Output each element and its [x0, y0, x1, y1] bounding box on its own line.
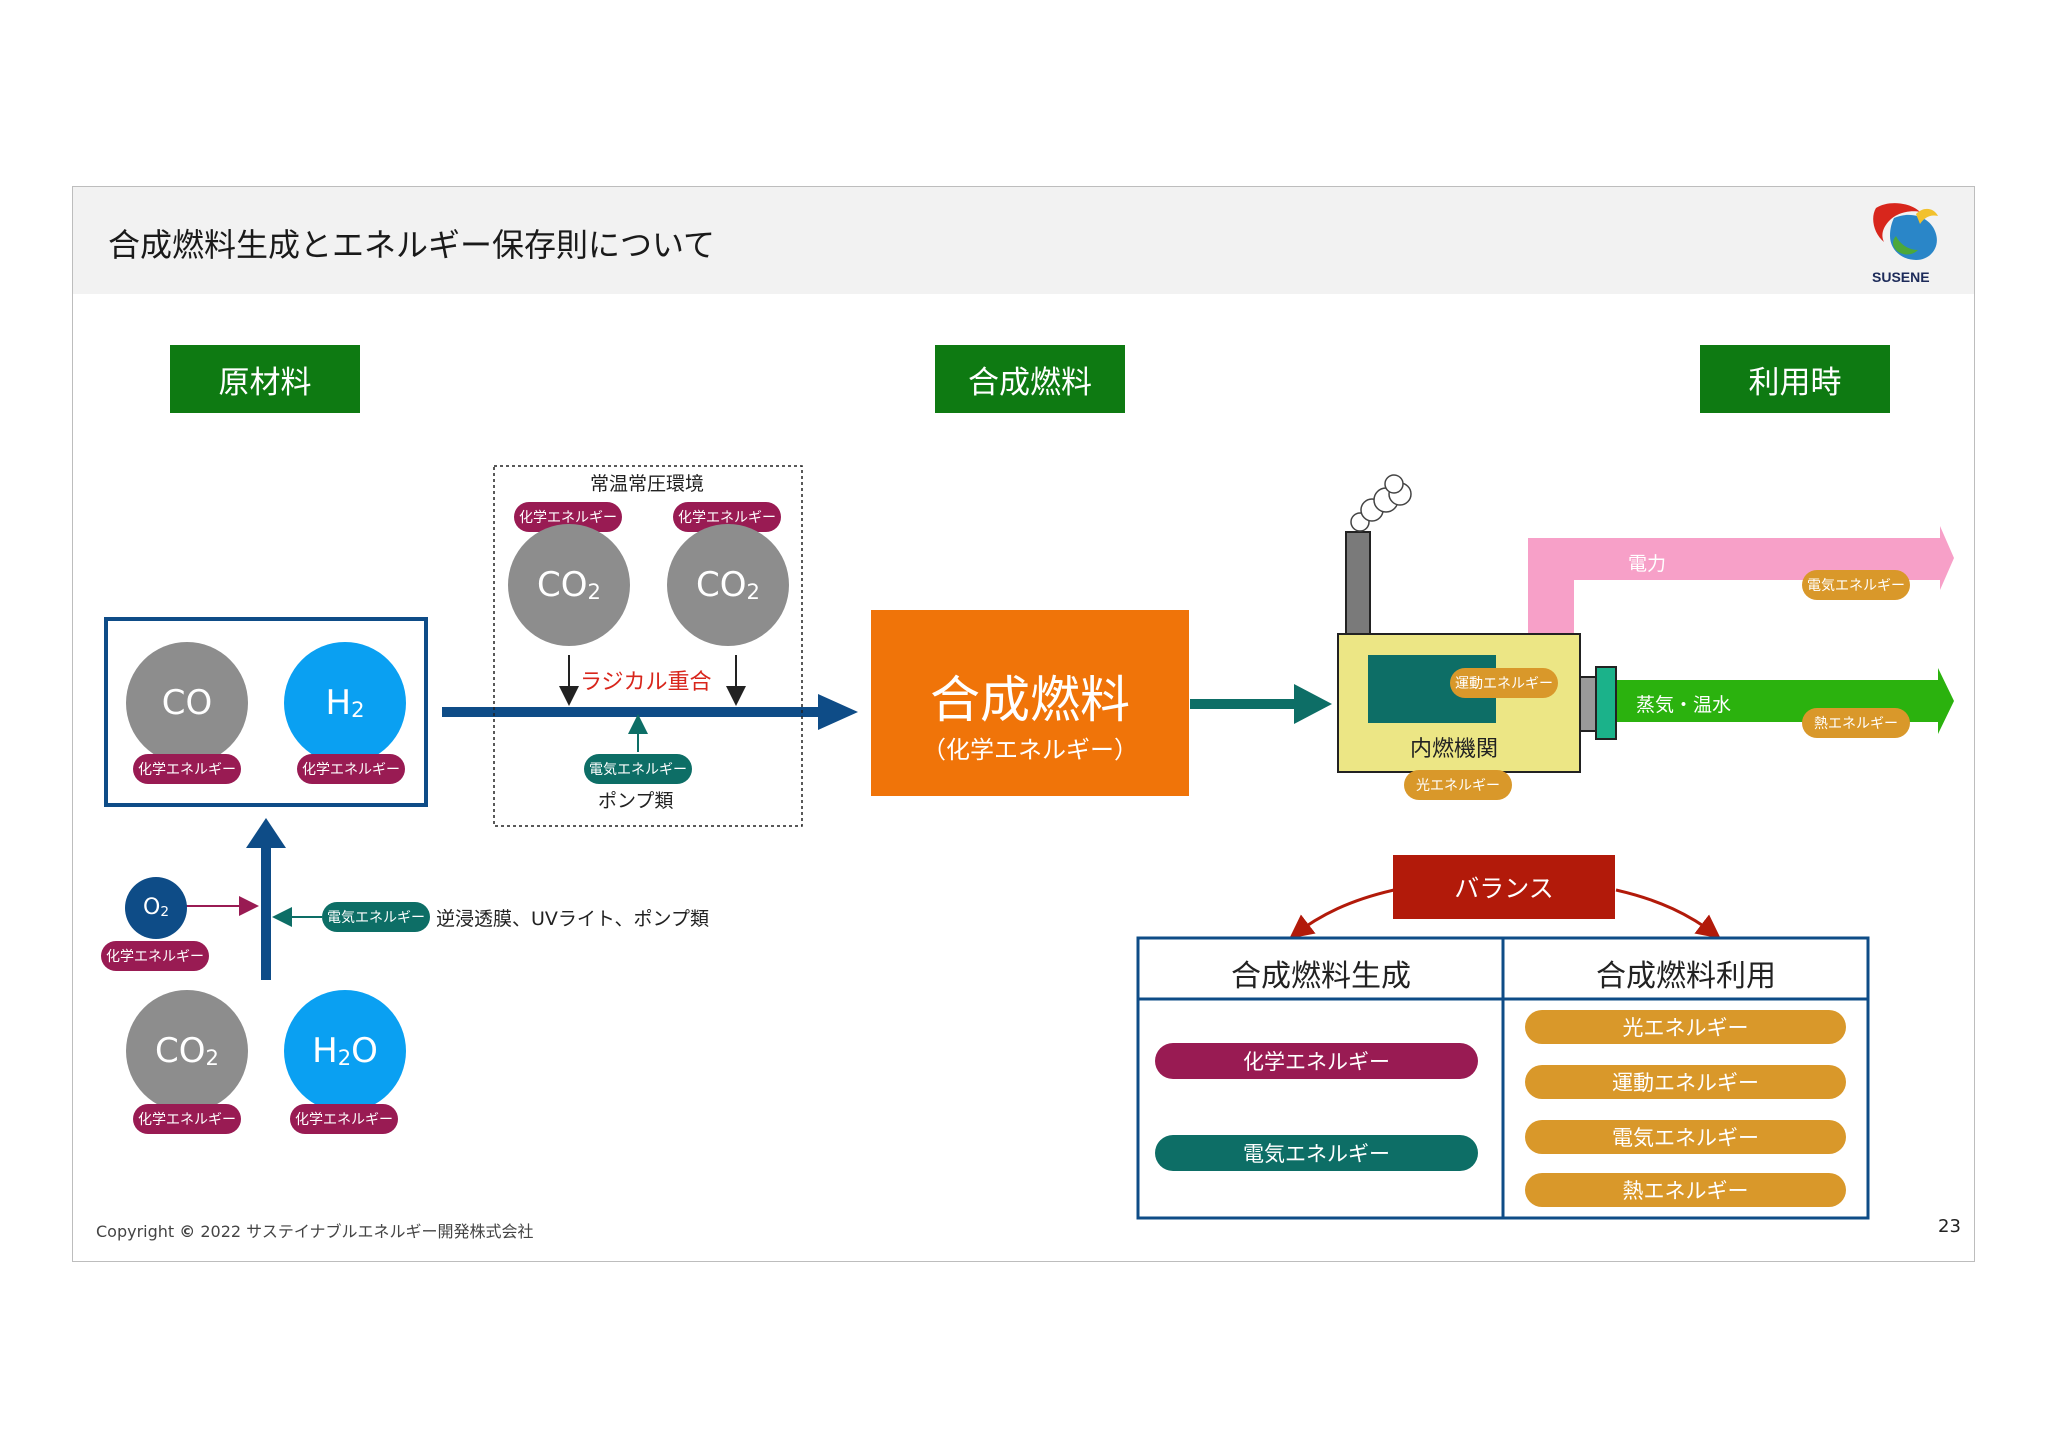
radical-polymerization-label: ラジカル重合	[580, 670, 712, 695]
slide-header	[73, 187, 1974, 294]
slide-title: 合成燃料生成とエネルギー保存則について	[108, 226, 716, 264]
usage-electric-energy: 電気エネルギー	[1525, 1120, 1846, 1154]
h2-chemical-energy-pill: 化学エネルギー	[297, 754, 405, 784]
process-box-title: 常温常圧環境	[590, 473, 705, 495]
balance-arrow-left	[1289, 888, 1395, 939]
o2-molecule: O2	[125, 877, 187, 939]
electricity-label: 電力	[1628, 553, 1667, 575]
h2o-molecule: H2O	[284, 990, 406, 1112]
pumps-label: ポンプ類	[598, 790, 674, 812]
engine-smokestack	[1345, 531, 1371, 635]
section-label-raw-materials: 原材料	[170, 345, 360, 413]
upward-arrow-shaft	[261, 845, 271, 980]
o2-chemical-energy-pill: 化学エネルギー	[101, 941, 209, 971]
co-label: CO	[161, 683, 213, 723]
section-label-usage: 利用時	[1700, 345, 1890, 413]
page-number: 23	[1938, 1216, 1961, 1237]
engine-flange	[1595, 666, 1617, 740]
h2-label: H2	[325, 683, 365, 723]
balance-arrow-right	[1615, 888, 1721, 939]
internal-combustion-engine-label: 内燃機関	[1410, 737, 1499, 762]
h2-molecule: H2	[284, 642, 406, 764]
process-environment-box	[493, 465, 803, 827]
upward-arrowhead	[246, 818, 286, 848]
heat-energy-pill: 熱エネルギー	[1802, 708, 1910, 738]
generation-electric-energy: 電気エネルギー	[1155, 1135, 1478, 1171]
raw-materials-box	[104, 617, 428, 807]
fuel-to-engine-arrow-shaft	[1190, 699, 1302, 709]
light-energy-pill: 光エネルギー	[1404, 770, 1512, 800]
co2-a-molecule: CO2	[508, 524, 630, 646]
co2-b-molecule: CO2	[667, 524, 789, 646]
copyright-symbol: ©	[179, 1222, 196, 1241]
generation-chemical-energy: 化学エネルギー	[1155, 1043, 1478, 1079]
electric-input-description: 逆浸透膜、UVライト、ポンプ類	[436, 908, 709, 930]
co-molecule: CO	[126, 642, 248, 764]
logo-wordmark: SUSENE	[1872, 269, 1930, 285]
susene-logo: SUSENE	[1868, 196, 1948, 286]
steam-hot-water-label: 蒸気・温水	[1636, 694, 1732, 716]
kinetic-energy-pill: 運動エネルギー	[1450, 668, 1558, 698]
h2o-chemical-energy-pill: 化学エネルギー	[290, 1104, 398, 1134]
co2-b-label: CO2	[696, 565, 760, 605]
engine-shaft	[1579, 676, 1597, 732]
synthetic-fuel-title: 合成燃料	[930, 671, 1130, 729]
balance-col-header-generation: 合成燃料生成	[1231, 959, 1411, 994]
section-label-synthetic-fuel: 合成燃料	[935, 345, 1125, 413]
smoke-cloud	[1350, 474, 1412, 532]
copyright-footer: Copyright © 2022 サステイナブルエネルギー開発株式会社	[96, 1218, 534, 1242]
co2-chemical-energy-pill: 化学エネルギー	[133, 1104, 241, 1134]
main-flow-arrow-shaft	[442, 707, 822, 717]
copyright-word: Copyright	[96, 1222, 175, 1241]
co2-a-label: CO2	[537, 565, 601, 605]
co2-label: CO2	[155, 1031, 219, 1071]
electricity-output-arrow	[1528, 526, 1954, 635]
pump-electric-energy-pill: 電気エネルギー	[584, 754, 692, 784]
electric-energy-pill-input: 電気エネルギー	[322, 902, 430, 932]
synthetic-fuel-subtitle: （化学エネルギー）	[922, 736, 1138, 764]
synthetic-fuel-box	[871, 610, 1189, 796]
co2-a-chemical-energy-pill: 化学エネルギー	[514, 502, 622, 532]
balance-col-header-usage: 合成燃料利用	[1596, 959, 1776, 994]
co-chemical-energy-pill: 化学エネルギー	[133, 754, 241, 784]
usage-light-energy: 光エネルギー	[1525, 1010, 1846, 1044]
main-flow-arrowhead	[818, 694, 858, 730]
o2-label: O2	[143, 895, 169, 921]
h2o-label: H2O	[312, 1031, 378, 1071]
copyright-company: 2022 サステイナブルエネルギー開発株式会社	[200, 1222, 534, 1241]
balance-label: バランス	[1393, 855, 1615, 919]
co2-molecule: CO2	[126, 990, 248, 1112]
usage-heat-energy: 熱エネルギー	[1525, 1173, 1846, 1207]
usage-kinetic-energy: 運動エネルギー	[1525, 1065, 1846, 1099]
electricity-energy-pill: 電気エネルギー	[1802, 570, 1910, 600]
fuel-to-engine-arrowhead	[1294, 684, 1332, 724]
